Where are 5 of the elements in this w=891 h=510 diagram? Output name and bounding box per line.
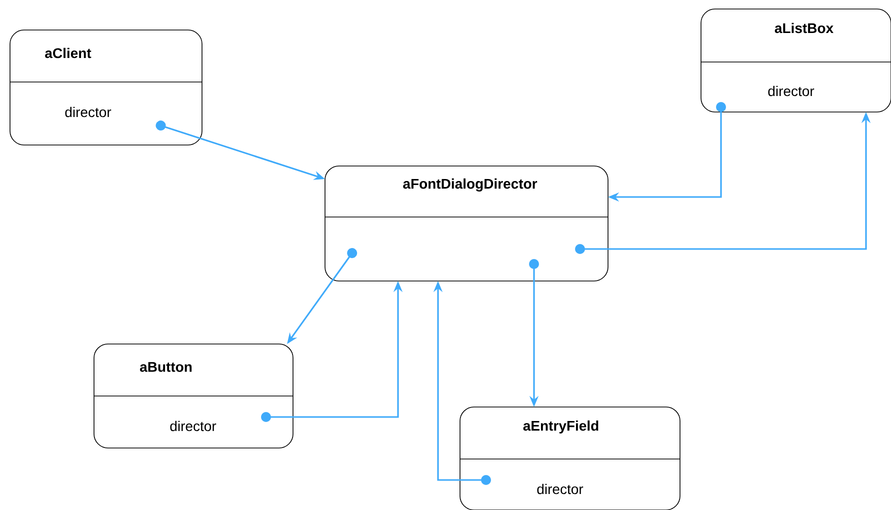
object-box: aEntryField director: [460, 406, 680, 510]
object-box: aButton director: [94, 344, 294, 448]
object-box: aFontDialogDirector: [324, 166, 608, 282]
object-box: aListBox director: [700, 8, 891, 112]
object-box: aClient director: [10, 30, 202, 146]
